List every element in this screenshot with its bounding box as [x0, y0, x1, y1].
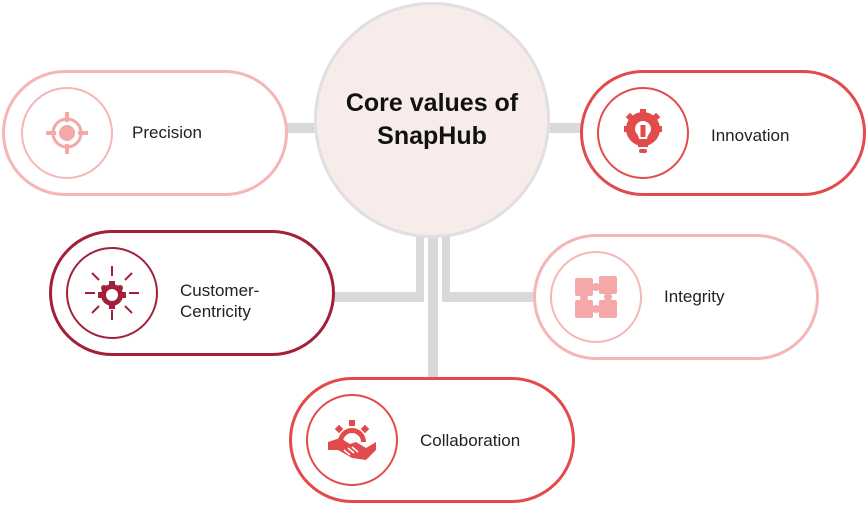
hub-title-line2: SnapHub: [377, 122, 487, 150]
puzzle-icon: [575, 276, 617, 318]
value-card-innovation: Innovation: [580, 70, 866, 196]
hub-title: Core values of SnapHub: [332, 87, 532, 153]
precision-label: Precision: [132, 123, 202, 142]
customer-centricity-icon-ring: [66, 247, 158, 339]
customer-centricity-label: Customer- Centricity: [180, 280, 259, 322]
precision-icon-ring: [21, 87, 113, 179]
lightbulb-gear-icon: [624, 109, 662, 153]
target-icon: [46, 112, 88, 154]
hub-title-line1: Core values of: [345, 89, 519, 117]
integrity-icon-ring: [550, 251, 642, 343]
value-card-precision: Precision: [2, 70, 288, 196]
innovation-label: Innovation: [711, 126, 790, 145]
customer-centricity-label-line2: Centricity: [180, 302, 251, 321]
collaboration-label: Collaboration: [420, 431, 521, 450]
core-values-hub: Core values of SnapHub: [314, 2, 550, 238]
value-card-customer-centricity: Customer- Centricity: [49, 230, 335, 356]
value-card-collaboration: Collaboration: [289, 377, 575, 503]
integrity-label: Integrity: [664, 287, 725, 306]
customer-centricity-label-line1: Customer-: [180, 281, 260, 300]
people-gear-icon: [85, 266, 139, 320]
innovation-icon-ring: [597, 87, 689, 179]
value-card-integrity: Integrity: [533, 234, 819, 360]
handshake-gear-icon: [328, 420, 376, 460]
collaboration-icon-ring: [306, 394, 398, 486]
